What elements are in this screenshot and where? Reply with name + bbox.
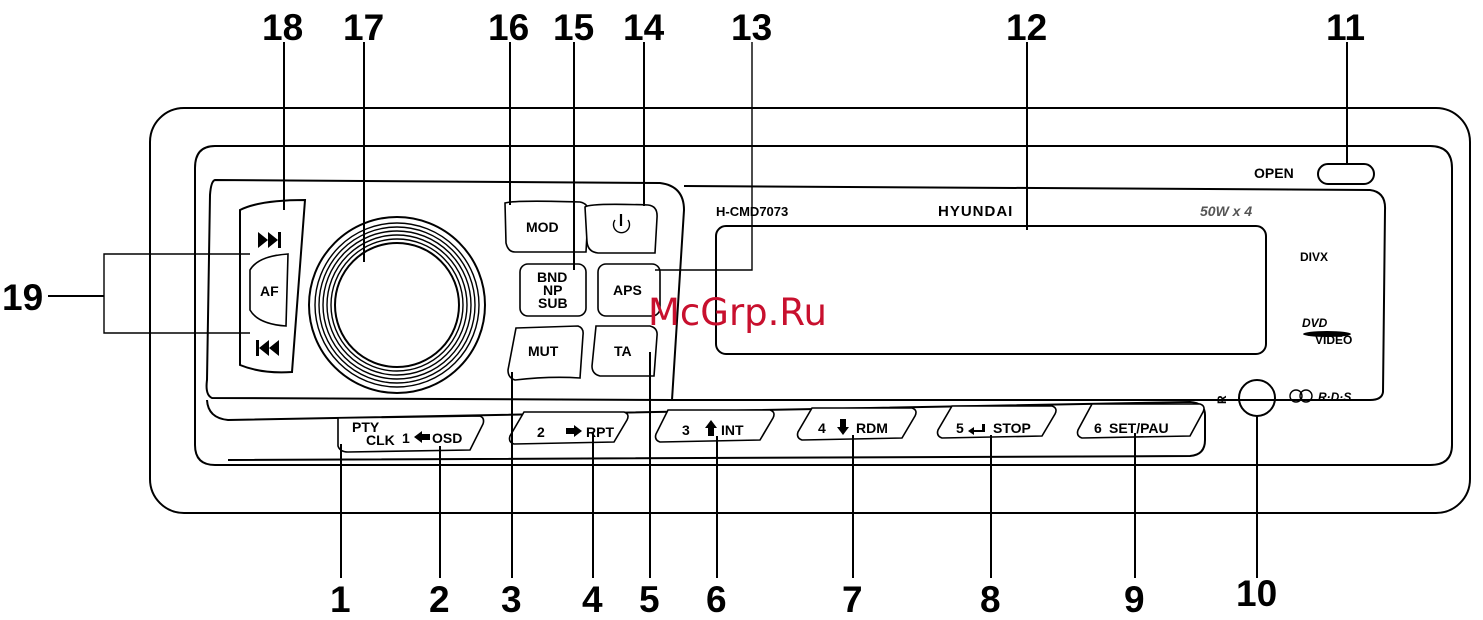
- preset-2-number: 2: [537, 424, 545, 440]
- sub-label: SUB: [538, 295, 568, 311]
- power-rating: 50W x 4: [1200, 203, 1252, 219]
- preset-1-number: 1: [402, 430, 410, 446]
- callout-19: 19: [2, 277, 43, 318]
- brand-logo: HYUNDAI: [938, 203, 1013, 220]
- mut-label: MUT: [528, 343, 559, 359]
- lcd-display: [716, 226, 1266, 354]
- preset-4-rdm-label: RDM: [856, 420, 888, 436]
- preset-5-stop-label: STOP: [993, 420, 1031, 436]
- af-label: AF: [260, 283, 279, 299]
- callout-2: 2: [429, 579, 450, 620]
- ir-sensor-label: R: [1215, 395, 1229, 404]
- open-label: OPEN: [1254, 165, 1294, 181]
- preset-2-rpt-label: RPT: [586, 424, 614, 440]
- next-track-button[interactable]: [258, 232, 281, 248]
- dvd-video-label: VIDEO: [1315, 333, 1352, 347]
- callout-17: 17: [343, 7, 384, 48]
- callout-5: 5: [639, 579, 660, 620]
- callout-11: 11: [1326, 7, 1365, 48]
- callout-10: 10: [1236, 573, 1277, 614]
- callout-15: 15: [553, 7, 594, 48]
- prev-track-button[interactable]: [256, 340, 279, 356]
- ir-sensor: [1239, 380, 1275, 416]
- preset-3-int-label: INT: [721, 422, 744, 438]
- preset-3-number: 3: [682, 422, 690, 438]
- preset-6-setpau-label: SET/PAU: [1109, 420, 1169, 436]
- callout-3: 3: [501, 579, 522, 620]
- callout-16: 16: [488, 7, 529, 48]
- callout-12: 12: [1006, 7, 1047, 48]
- callout-7: 7: [842, 579, 863, 620]
- preset-1-clk-label: CLK: [366, 432, 395, 448]
- divx-logo: DIVX: [1300, 250, 1328, 264]
- callout-13: 13: [731, 7, 772, 48]
- open-button[interactable]: [1318, 164, 1374, 184]
- volume-knob[interactable]: [309, 217, 485, 393]
- callout-6: 6: [706, 579, 727, 620]
- callout-4: 4: [582, 579, 603, 620]
- preset-5-number: 5: [956, 420, 964, 436]
- callout-14: 14: [623, 7, 665, 48]
- callout-18: 18: [262, 7, 303, 48]
- rds-logo: R·D·S: [1318, 390, 1351, 404]
- preset-4-number: 4: [818, 420, 826, 436]
- preset-6-number: 6: [1094, 420, 1102, 436]
- preset-1-osd-label: OSD: [432, 430, 462, 446]
- watermark: McGrp.Ru: [648, 291, 827, 334]
- callout-9: 9: [1124, 579, 1145, 620]
- callout-8: 8: [980, 579, 1001, 620]
- ta-label: TA: [614, 343, 632, 359]
- dvd-logo: DVD: [1302, 316, 1328, 330]
- callout-1: 1: [330, 579, 351, 620]
- power-button[interactable]: [585, 204, 657, 253]
- mod-label: MOD: [526, 219, 559, 235]
- aps-label: APS: [613, 282, 642, 298]
